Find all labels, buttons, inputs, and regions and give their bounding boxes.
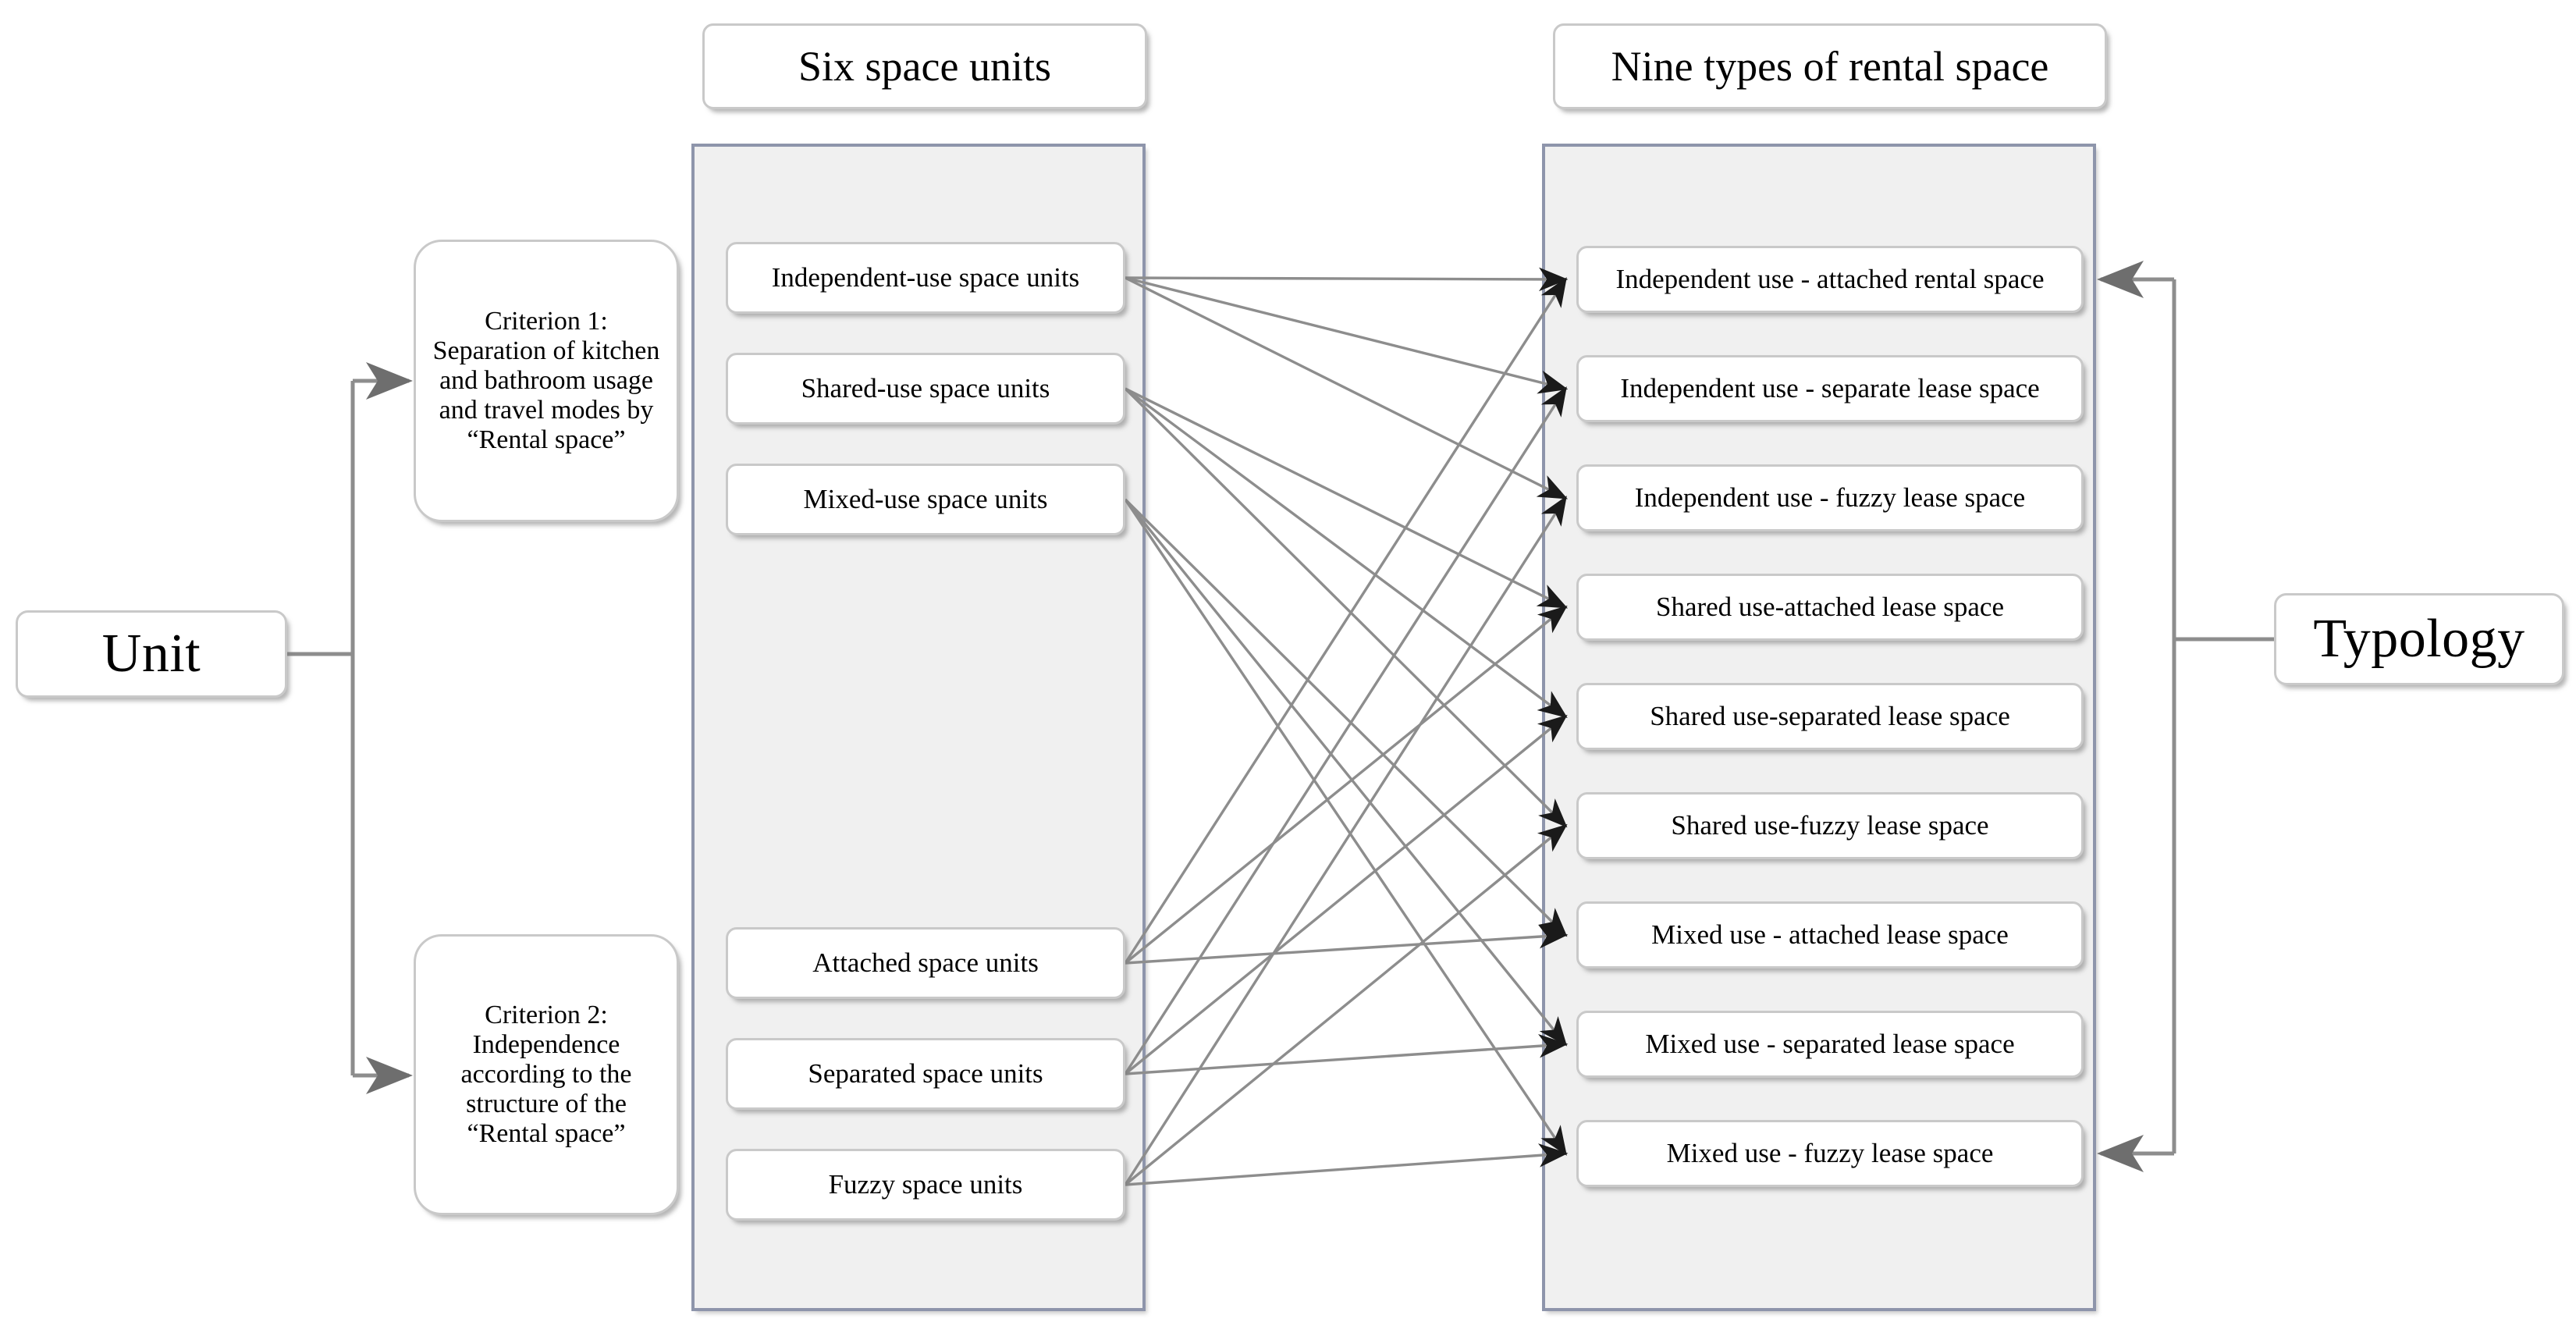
nine-rental-types-heading-label: Nine types of rental space xyxy=(1611,42,2049,90)
link-independent-use-to-ind-attached xyxy=(1125,267,1569,292)
link-attached-to-ind-attached xyxy=(1124,277,1567,964)
space-unit-separated[interactable]: Separated space units xyxy=(726,1038,1125,1110)
space-unit-label: Fuzzy space units xyxy=(828,1169,1023,1200)
link-fuzzy-to-shr-fuzzy xyxy=(1124,823,1568,1186)
link-independent-use-to-ind-separate xyxy=(1125,276,1569,394)
link-attached-to-shr-attached xyxy=(1124,605,1568,965)
space-unit-label: Mixed-use space units xyxy=(803,484,1048,515)
rental-space-type-mix-fuzzy[interactable]: Mixed use - fuzzy lease space xyxy=(1576,1120,2084,1187)
six-space-units-heading-label: Six space units xyxy=(798,42,1051,90)
space-unit-label: Attached space units xyxy=(812,947,1039,979)
link-shared-use-to-shr-fuzzy xyxy=(1124,387,1568,828)
space-unit-independent-use[interactable]: Independent-use space units xyxy=(726,242,1125,314)
rental-space-type-shr-separated[interactable]: Shared use-separated lease space xyxy=(1576,683,2084,750)
space-unit-label: Shared-use space units xyxy=(801,373,1050,404)
space-unit-label: Separated space units xyxy=(808,1058,1043,1090)
rental-space-type-ind-fuzzy[interactable]: Independent use - fuzzy lease space xyxy=(1576,464,2084,531)
rental-space-type-label: Mixed use - fuzzy lease space xyxy=(1666,1138,1994,1169)
criterion-2-box[interactable]: Criterion 2: Independence according to t… xyxy=(414,934,679,1215)
link-mixed-use-to-mix-fuzzy xyxy=(1124,499,1567,1156)
link-mixed-use-to-mix-separated xyxy=(1124,498,1568,1047)
six-space-units-container xyxy=(691,144,1146,1311)
link-independent-use-to-ind-fuzzy xyxy=(1125,276,1569,499)
rental-space-type-label: Shared use-attached lease space xyxy=(1655,592,2004,623)
rental-space-type-mix-separated[interactable]: Mixed use - separated lease space xyxy=(1576,1011,2084,1078)
link-shared-use-to-shr-attached xyxy=(1125,387,1569,609)
link-shared-use-to-shr-separated xyxy=(1124,387,1568,719)
rental-space-type-label: Independent use - attached rental space xyxy=(1615,264,2045,295)
rental-space-type-mix-attached[interactable]: Mixed use - attached lease space xyxy=(1576,901,2084,969)
link-mixed-use-to-mix-attached xyxy=(1124,498,1568,937)
rental-space-type-shr-fuzzy[interactable]: Shared use-fuzzy lease space xyxy=(1576,792,2084,859)
space-unit-label: Independent-use space units xyxy=(771,262,1080,293)
rental-space-type-label: Mixed use - attached lease space xyxy=(1651,919,2009,951)
column-heading-six-space-units: Six space units xyxy=(702,23,1147,109)
rental-space-type-ind-attached[interactable]: Independent use - attached rental space xyxy=(1576,246,2084,313)
space-unit-shared-use[interactable]: Shared-use space units xyxy=(726,353,1125,425)
space-unit-mixed-use[interactable]: Mixed-use space units xyxy=(726,464,1125,535)
criterion-1-box[interactable]: Criterion 1: Separation of kitchen and b… xyxy=(414,240,679,522)
unit-label: Unit xyxy=(101,623,201,684)
space-unit-attached[interactable]: Attached space units xyxy=(726,927,1125,999)
rental-space-type-shr-attached[interactable]: Shared use-attached lease space xyxy=(1576,574,2084,641)
rental-space-type-label: Independent use - fuzzy lease space xyxy=(1634,482,2026,514)
unit-endcap[interactable]: Unit xyxy=(16,610,287,698)
link-separated-to-ind-separate xyxy=(1124,386,1567,1075)
criterion-1-label: Criterion 1: Separation of kitchen and b… xyxy=(432,306,660,455)
typology-endcap[interactable]: Typology xyxy=(2274,593,2564,685)
rental-space-type-label: Independent use - separate lease space xyxy=(1620,373,2040,404)
rental-space-type-ind-separate[interactable]: Independent use - separate lease space xyxy=(1576,355,2084,422)
criterion-2-label: Criterion 2: Independence according to t… xyxy=(460,1000,632,1149)
rental-space-type-label: Shared use-fuzzy lease space xyxy=(1671,810,1989,841)
link-separated-to-shr-separated xyxy=(1124,714,1568,1075)
link-fuzzy-to-mix-fuzzy xyxy=(1125,1143,1569,1186)
rental-space-type-label: Mixed use - separated lease space xyxy=(1645,1029,2015,1060)
column-heading-nine-rental-types: Nine types of rental space xyxy=(1553,23,2107,109)
space-unit-fuzzy[interactable]: Fuzzy space units xyxy=(726,1149,1125,1221)
rental-space-type-label: Shared use-separated lease space xyxy=(1650,701,2010,732)
link-fuzzy-to-ind-fuzzy xyxy=(1124,496,1567,1185)
typology-label: Typology xyxy=(2313,608,2525,669)
